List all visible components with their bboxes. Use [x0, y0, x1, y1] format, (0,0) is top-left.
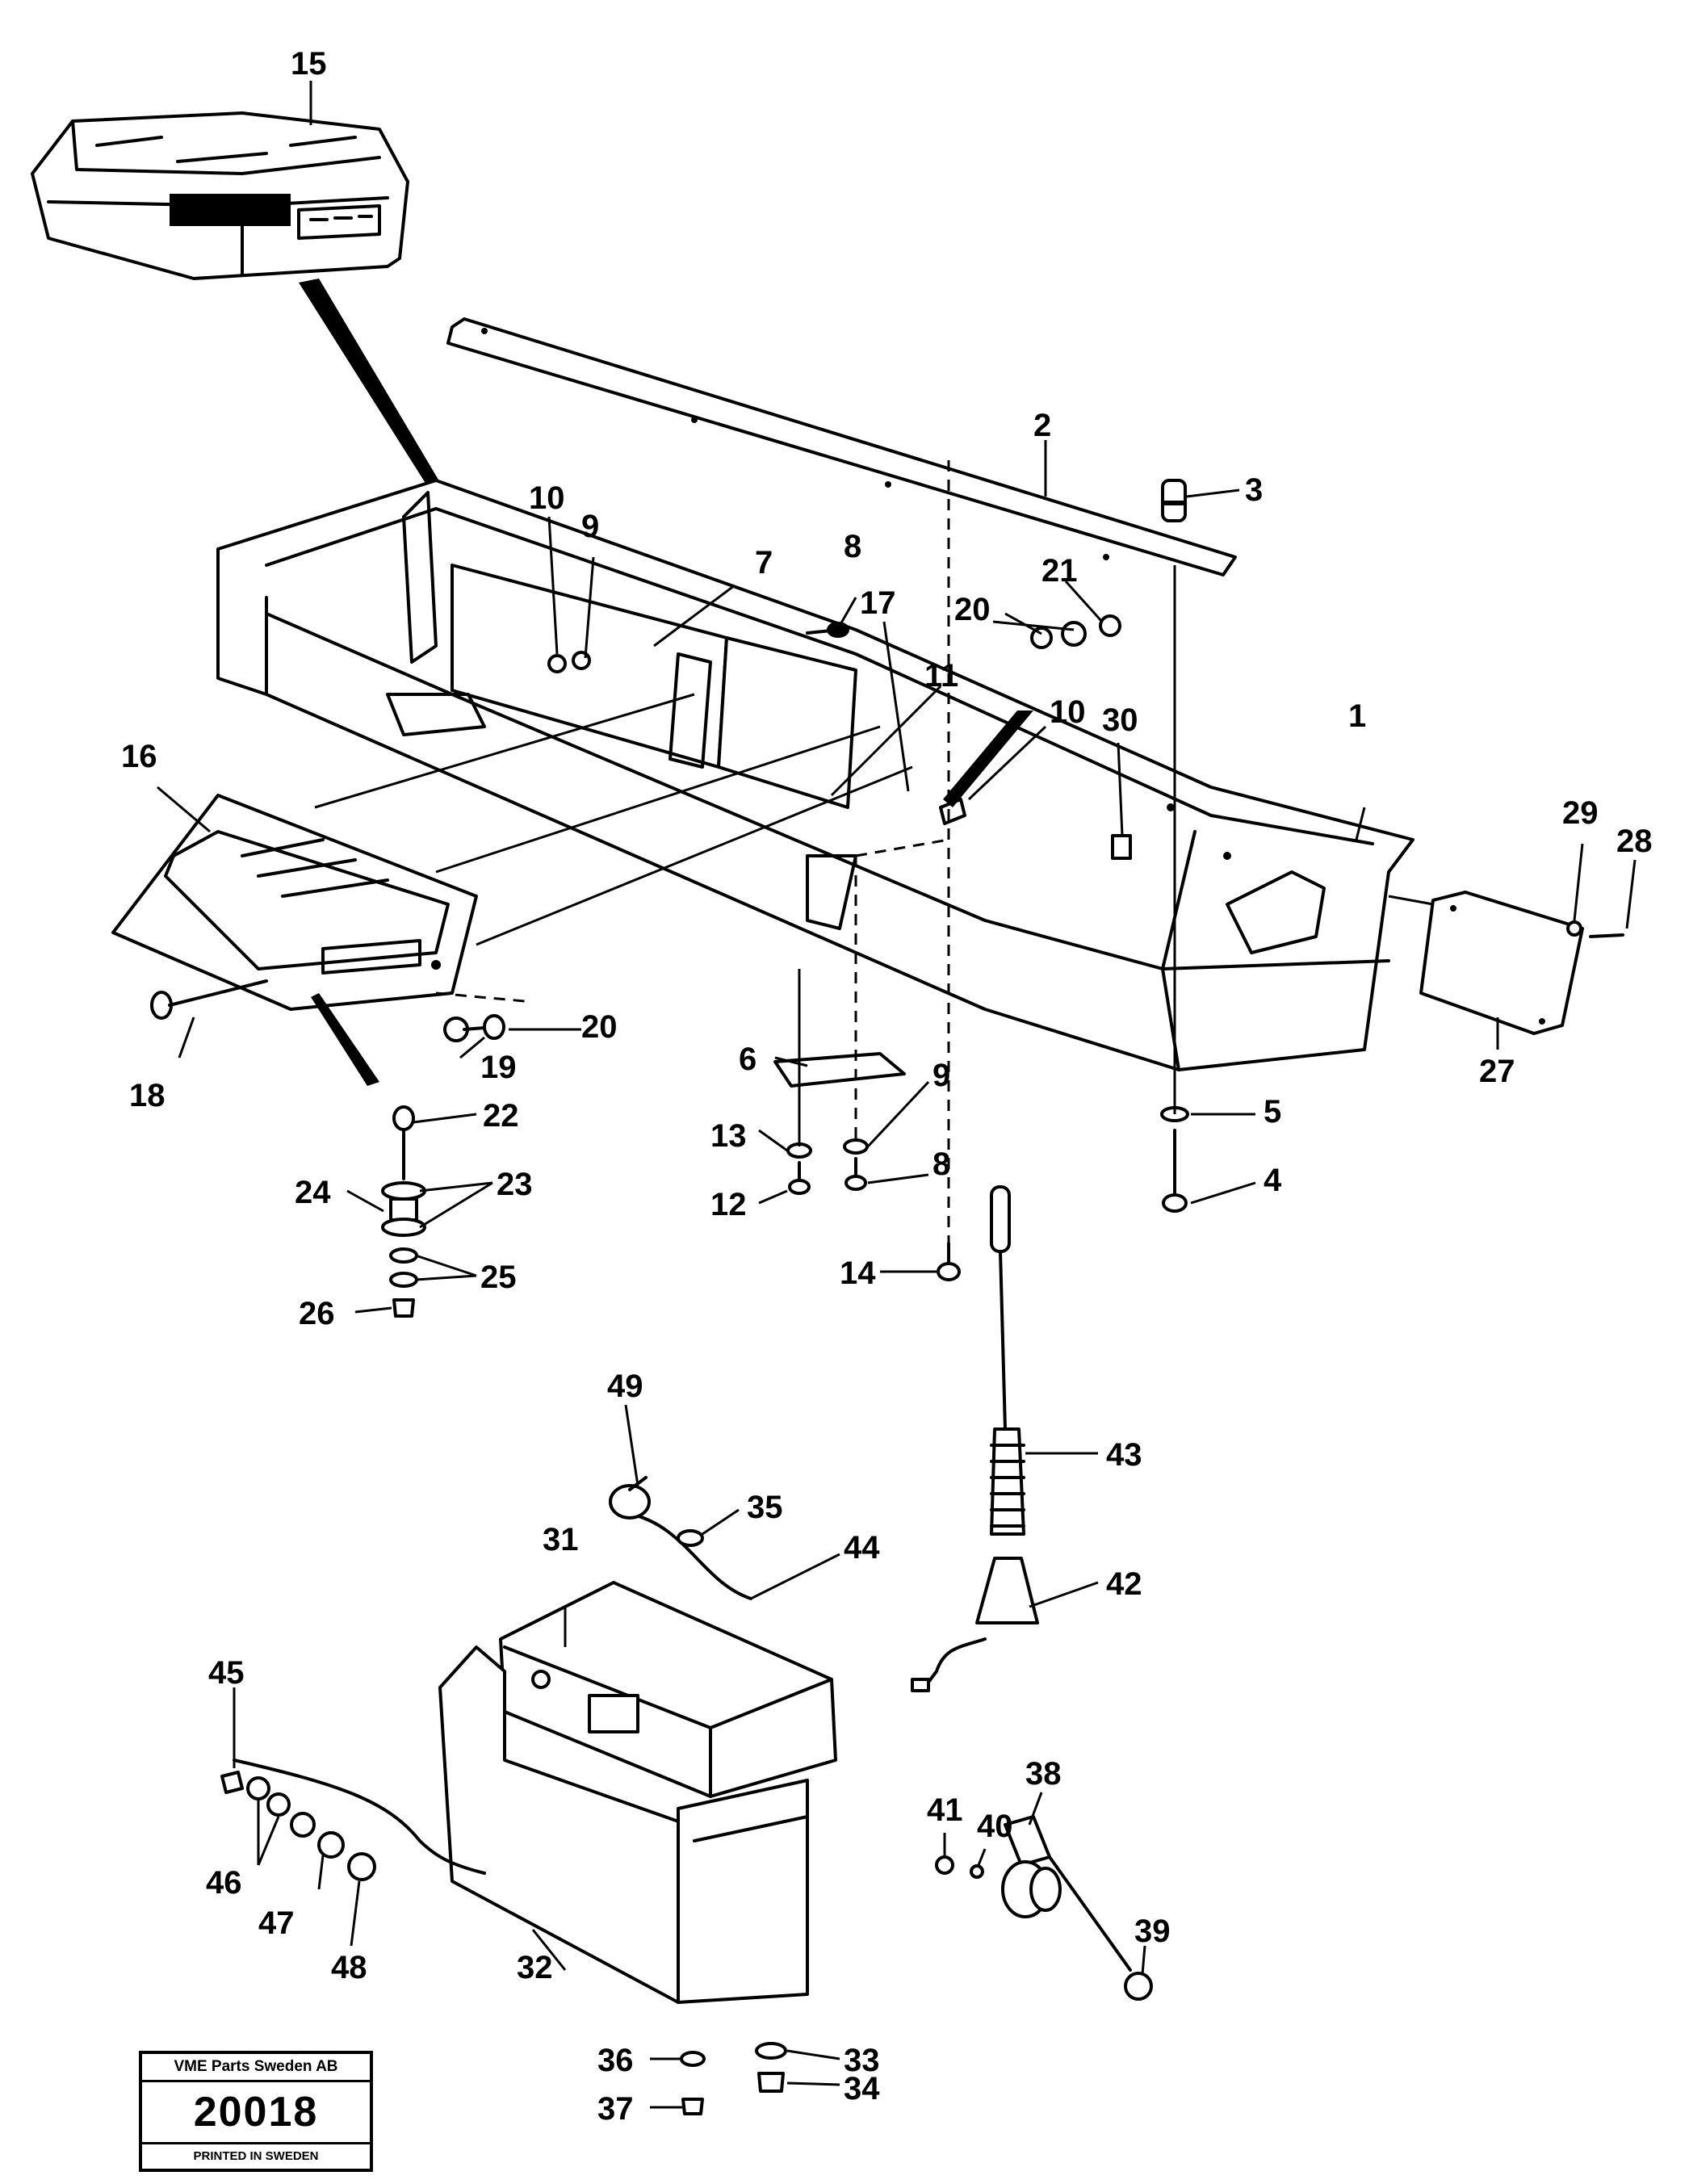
callout-12: 12 — [710, 1187, 747, 1222]
callout-48: 48 — [331, 1950, 367, 1985]
callout-31: 31 — [543, 1522, 579, 1557]
callout-47: 47 — [258, 1905, 295, 1941]
part-2-strip — [446, 317, 1237, 576]
callout-20b: 20 — [581, 1009, 618, 1045]
callout-37: 37 — [597, 2091, 634, 2127]
part-16-pointer — [311, 993, 379, 1086]
part-31-radio-box — [499, 1581, 837, 1798]
part-6-bracket — [773, 1052, 906, 1088]
part-1-console — [216, 479, 1414, 1071]
callout-9: 9 — [581, 509, 599, 544]
callout-32: 32 — [517, 1950, 553, 1985]
callout-8: 8 — [844, 529, 861, 564]
callout-7: 7 — [755, 545, 773, 581]
callout-13: 13 — [710, 1118, 747, 1154]
part-44-cable — [233, 1512, 752, 1875]
title-block-stamp: VME Parts Sweden AB 20018 PRINTED IN SWE… — [139, 2051, 373, 2172]
callout-10b: 10 — [1050, 694, 1086, 730]
part-43-antenna — [990, 1185, 1025, 1536]
callout-29: 29 — [1562, 795, 1599, 831]
callout-26: 26 — [299, 1296, 335, 1331]
callout-11: 11 — [924, 658, 958, 694]
callout-15: 15 — [291, 46, 327, 82]
part-32-bracket — [438, 1645, 809, 2004]
callout-35: 35 — [747, 1490, 783, 1525]
callout-4: 4 — [1264, 1163, 1282, 1198]
callout-43: 43 — [1106, 1437, 1142, 1473]
callout-17: 17 — [860, 585, 896, 621]
callout-36: 36 — [597, 2043, 634, 2078]
callout-23: 23 — [497, 1167, 533, 1202]
drawing-number: 20018 — [142, 2082, 370, 2144]
callout-18: 18 — [129, 1078, 166, 1113]
callout-2: 2 — [1033, 408, 1051, 443]
callout-46: 46 — [206, 1865, 242, 1901]
callout-45: 45 — [208, 1655, 245, 1691]
part-42-antenna-base — [911, 1557, 1039, 1692]
callout-28: 28 — [1616, 824, 1653, 859]
callout-19: 19 — [480, 1050, 517, 1085]
part-16-tray — [111, 794, 478, 1011]
callout-49: 49 — [607, 1369, 643, 1404]
callout-1: 1 — [1348, 698, 1366, 734]
callout-27: 27 — [1479, 1054, 1515, 1089]
part-38-holder — [935, 1815, 1153, 2001]
callout-14: 14 — [840, 1255, 876, 1291]
part-49-clip — [609, 1476, 651, 1520]
printed-note: PRINTED IN SWEDEN — [193, 2149, 319, 2163]
callout-33: 33 — [844, 2043, 880, 2078]
callout-16: 16 — [121, 739, 157, 774]
callout-10: 10 — [529, 480, 565, 516]
hardware-parts — [150, 479, 1624, 1318]
installation-lines — [314, 460, 1434, 1243]
callout-21: 21 — [1041, 553, 1078, 589]
callout-22: 22 — [483, 1098, 519, 1134]
callout-38: 38 — [1025, 1756, 1062, 1792]
company-name: VME Parts Sweden AB — [142, 2054, 370, 2082]
callout-39: 39 — [1134, 1914, 1171, 1949]
callout-6: 6 — [739, 1042, 756, 1077]
parts-45-48-hardware — [220, 1529, 787, 2115]
callout-30: 30 — [1102, 702, 1138, 738]
callout-8b: 8 — [933, 1146, 950, 1182]
callout-3: 3 — [1245, 472, 1263, 508]
part-27-cover — [1419, 891, 1584, 1035]
part-15-radio-unit — [31, 111, 409, 280]
callout-34: 34 — [844, 2071, 880, 2106]
callout-41: 41 — [927, 1792, 963, 1828]
callout-42: 42 — [1106, 1566, 1142, 1602]
callout-5: 5 — [1264, 1094, 1281, 1130]
callout-24: 24 — [295, 1175, 331, 1210]
callout-20: 20 — [954, 592, 991, 627]
callout-9b: 9 — [933, 1058, 950, 1093]
leader-lines — [157, 81, 1637, 2109]
callout-40: 40 — [977, 1809, 1013, 1844]
callout-44: 44 — [844, 1530, 880, 1566]
callout-25: 25 — [480, 1260, 517, 1295]
callout-labels: 15 2 3 10 9 7 8 17 21 20 11 10 30 1 16 2… — [121, 46, 1653, 2127]
